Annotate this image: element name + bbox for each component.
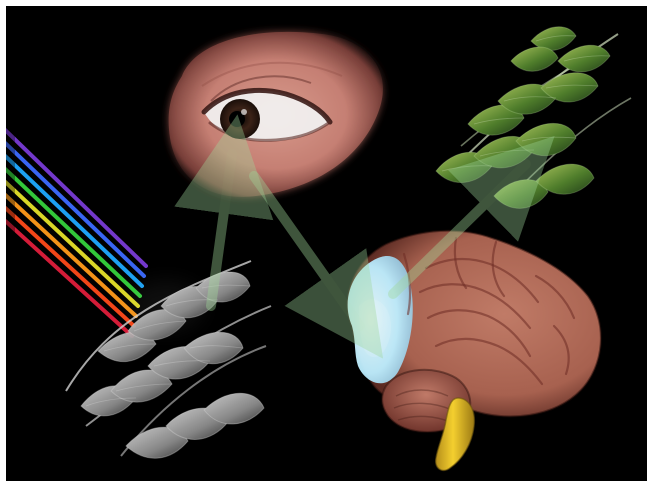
eye — [169, 32, 383, 197]
leaves-color — [436, 27, 631, 209]
illustration-canvas — [6, 6, 647, 481]
brain — [348, 231, 601, 471]
arrow-eye-to-brain — [254, 176, 360, 326]
illustration-frame — [6, 6, 647, 481]
